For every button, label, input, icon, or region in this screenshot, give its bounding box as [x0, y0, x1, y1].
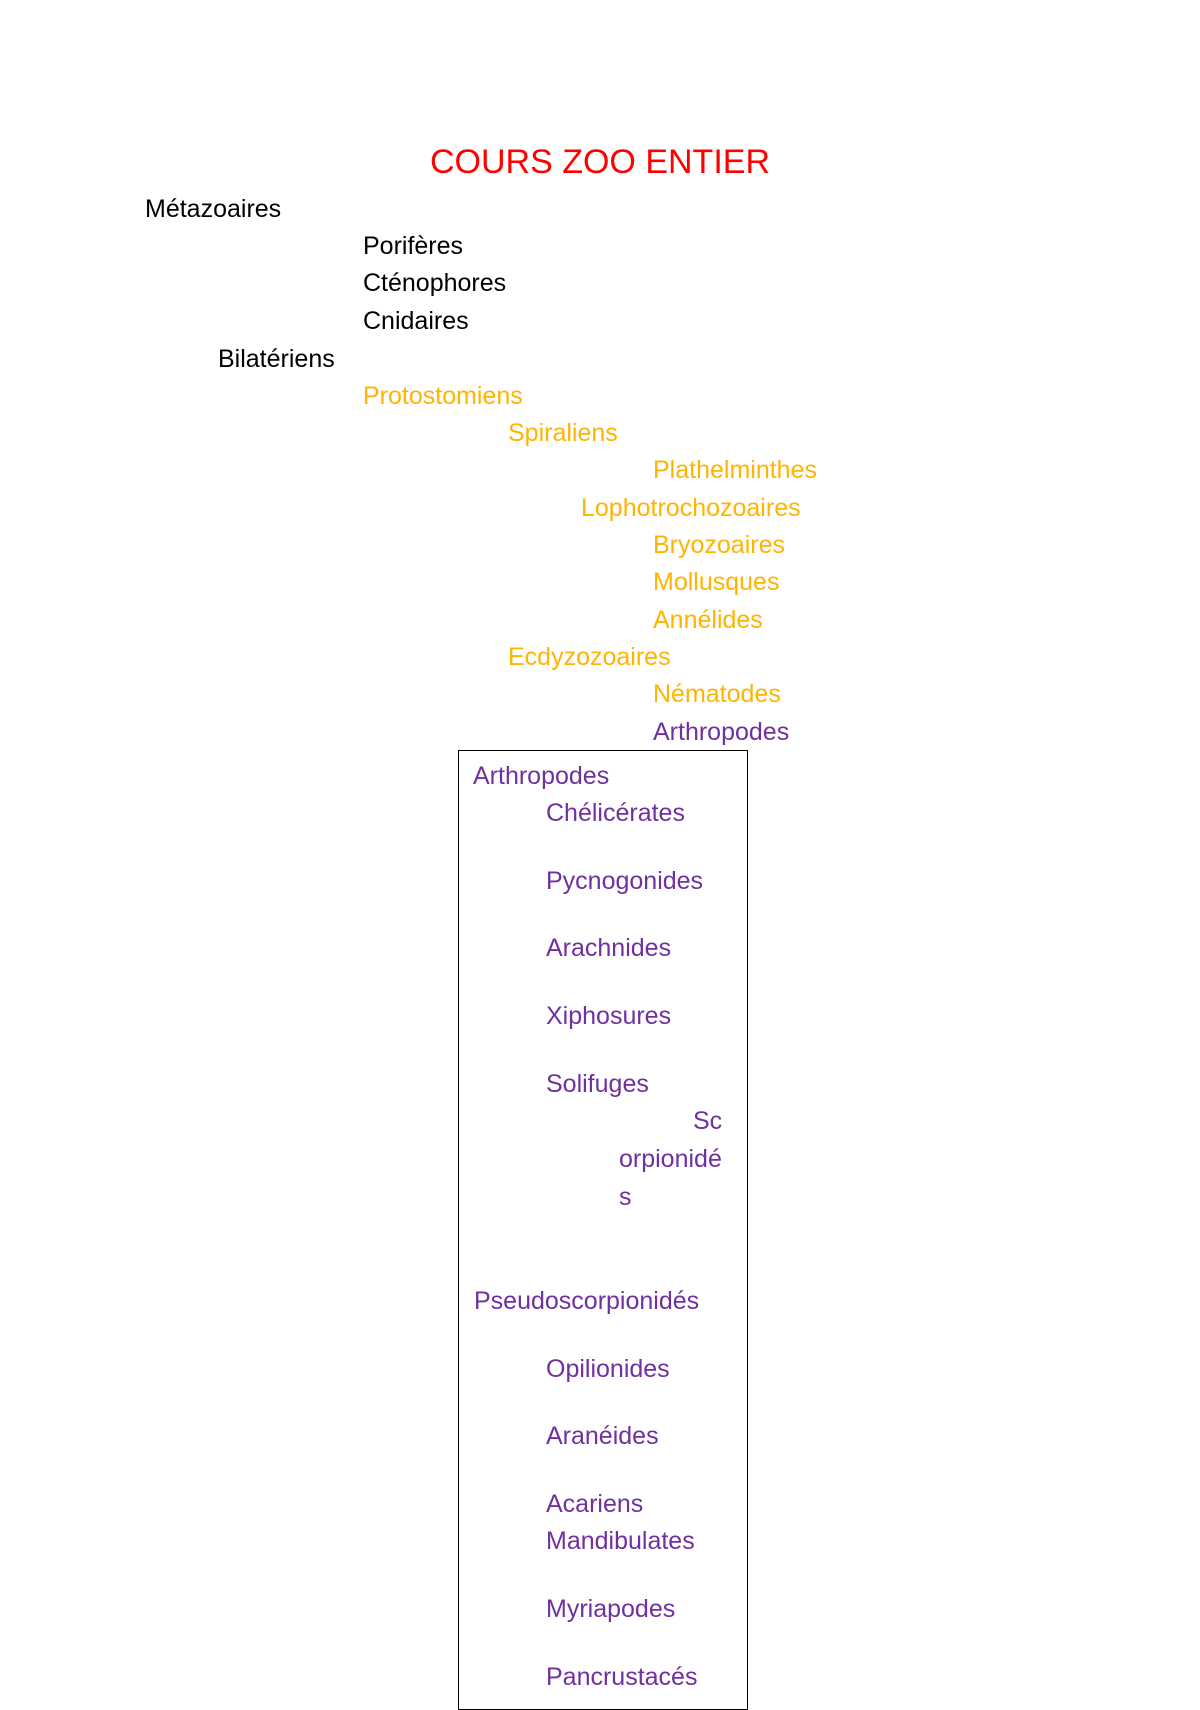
- box-xiphosures: Xiphosures: [546, 1002, 672, 1030]
- box-myriapodes: Myriapodes: [546, 1595, 676, 1623]
- box-pycnogonides: Pycnogonides: [546, 867, 704, 895]
- taxon-poriferes: Porifères: [363, 232, 464, 260]
- box-acariens: Acariens: [546, 1490, 644, 1518]
- box-pancrustaces: Pancrustacés: [546, 1663, 698, 1691]
- taxon-ctenophores: Cténophores: [363, 269, 507, 297]
- taxon-annelides: Annélides: [653, 606, 763, 634]
- box-araneides: Aranéides: [546, 1422, 659, 1450]
- box-mandibulates: Mandibulates: [546, 1527, 695, 1555]
- box-scorpionides-part2: orpionidé: [619, 1145, 722, 1173]
- box-scorpionides-part3: s: [619, 1183, 632, 1211]
- box-arthropodes: Arthropodes: [473, 762, 610, 790]
- box-solifuges: Solifuges: [546, 1070, 649, 1098]
- taxon-ecdyzozoaires: Ecdyzozoaires: [508, 643, 671, 671]
- taxon-bilateriens: Bilatériens: [218, 345, 335, 373]
- taxon-nematodes: Nématodes: [653, 680, 781, 708]
- taxon-mollusques: Mollusques: [653, 568, 780, 596]
- box-scorpionides-part1: Sc: [693, 1107, 723, 1135]
- taxon-cnidaires: Cnidaires: [363, 307, 469, 335]
- box-chelicerates: Chélicérates: [546, 799, 685, 827]
- taxon-plathelminthes: Plathelminthes: [653, 456, 817, 484]
- taxon-metazoaires: Métazoaires: [145, 195, 282, 223]
- taxon-bryozoaires: Bryozoaires: [653, 531, 785, 559]
- page-title: COURS ZOO ENTIER: [429, 143, 771, 181]
- taxon-spiraliens: Spiraliens: [508, 419, 618, 447]
- taxon-arthropodes: Arthropodes: [653, 718, 790, 746]
- box-arachnides: Arachnides: [546, 934, 672, 962]
- box-pseudoscorpionides: Pseudoscorpionidés: [474, 1287, 700, 1315]
- taxon-protostomiens: Protostomiens: [363, 382, 523, 410]
- box-opilionides: Opilionides: [546, 1355, 670, 1383]
- taxon-lophotrochozoaires: Lophotrochozoaires: [581, 494, 801, 522]
